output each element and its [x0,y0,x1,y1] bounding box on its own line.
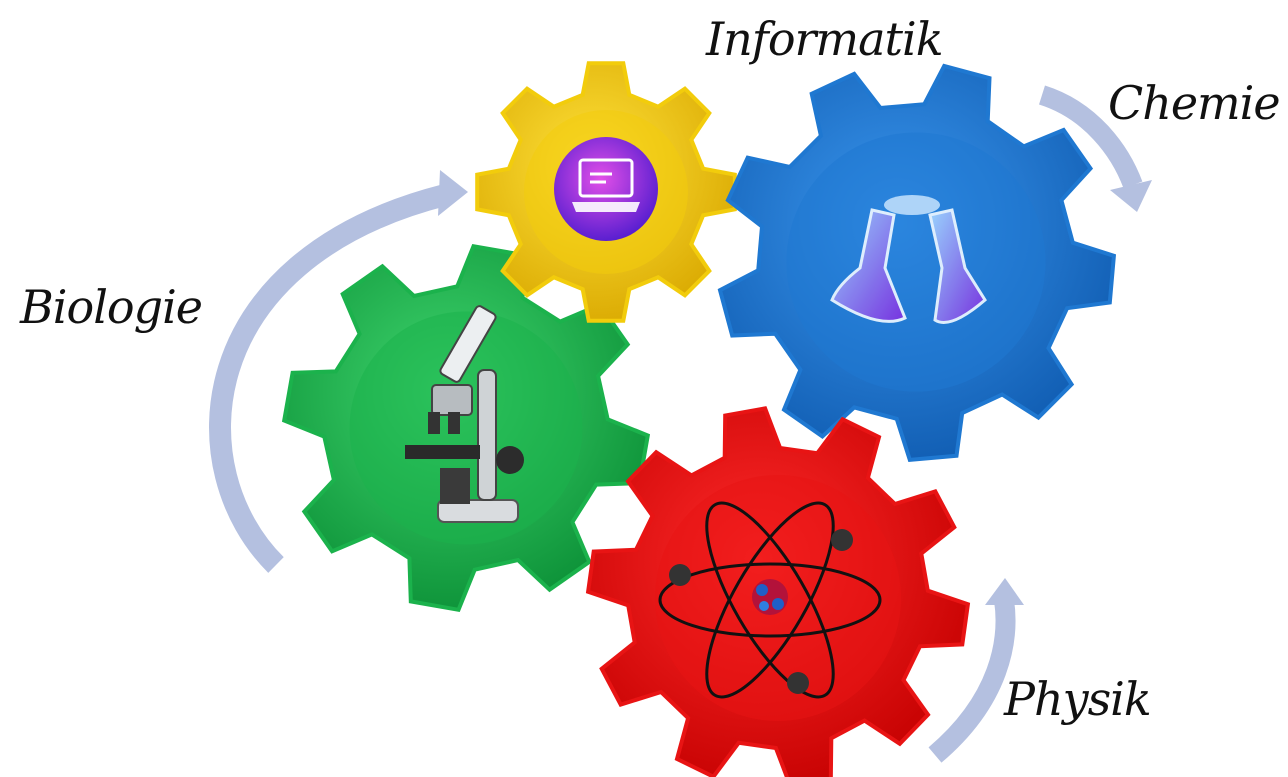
microscope-icon [405,305,524,523]
label-biologie: Biologie [20,280,203,334]
atom-icon [658,501,882,699]
arrow-head-biologie [438,170,468,216]
flasks-icon [830,195,987,324]
gear-hub-biologie [349,311,583,545]
label-informatik: Informatik [706,12,944,66]
gear-biologie [281,243,651,613]
label-chemie: Chemie [1108,76,1281,130]
arrow-biologie-to-informatik [209,184,448,573]
arrows [209,85,1152,763]
gear-chemie [717,63,1117,463]
arrow-informatik-to-chemie [1038,85,1143,189]
laptop-icon [554,137,658,241]
gear-hub-chemie [786,132,1046,392]
label-physik: Physik [1004,672,1152,726]
arrow-head-physik [985,578,1024,605]
arrow-physik-loop [928,598,1016,763]
arrow-head-chemie [1110,180,1152,212]
